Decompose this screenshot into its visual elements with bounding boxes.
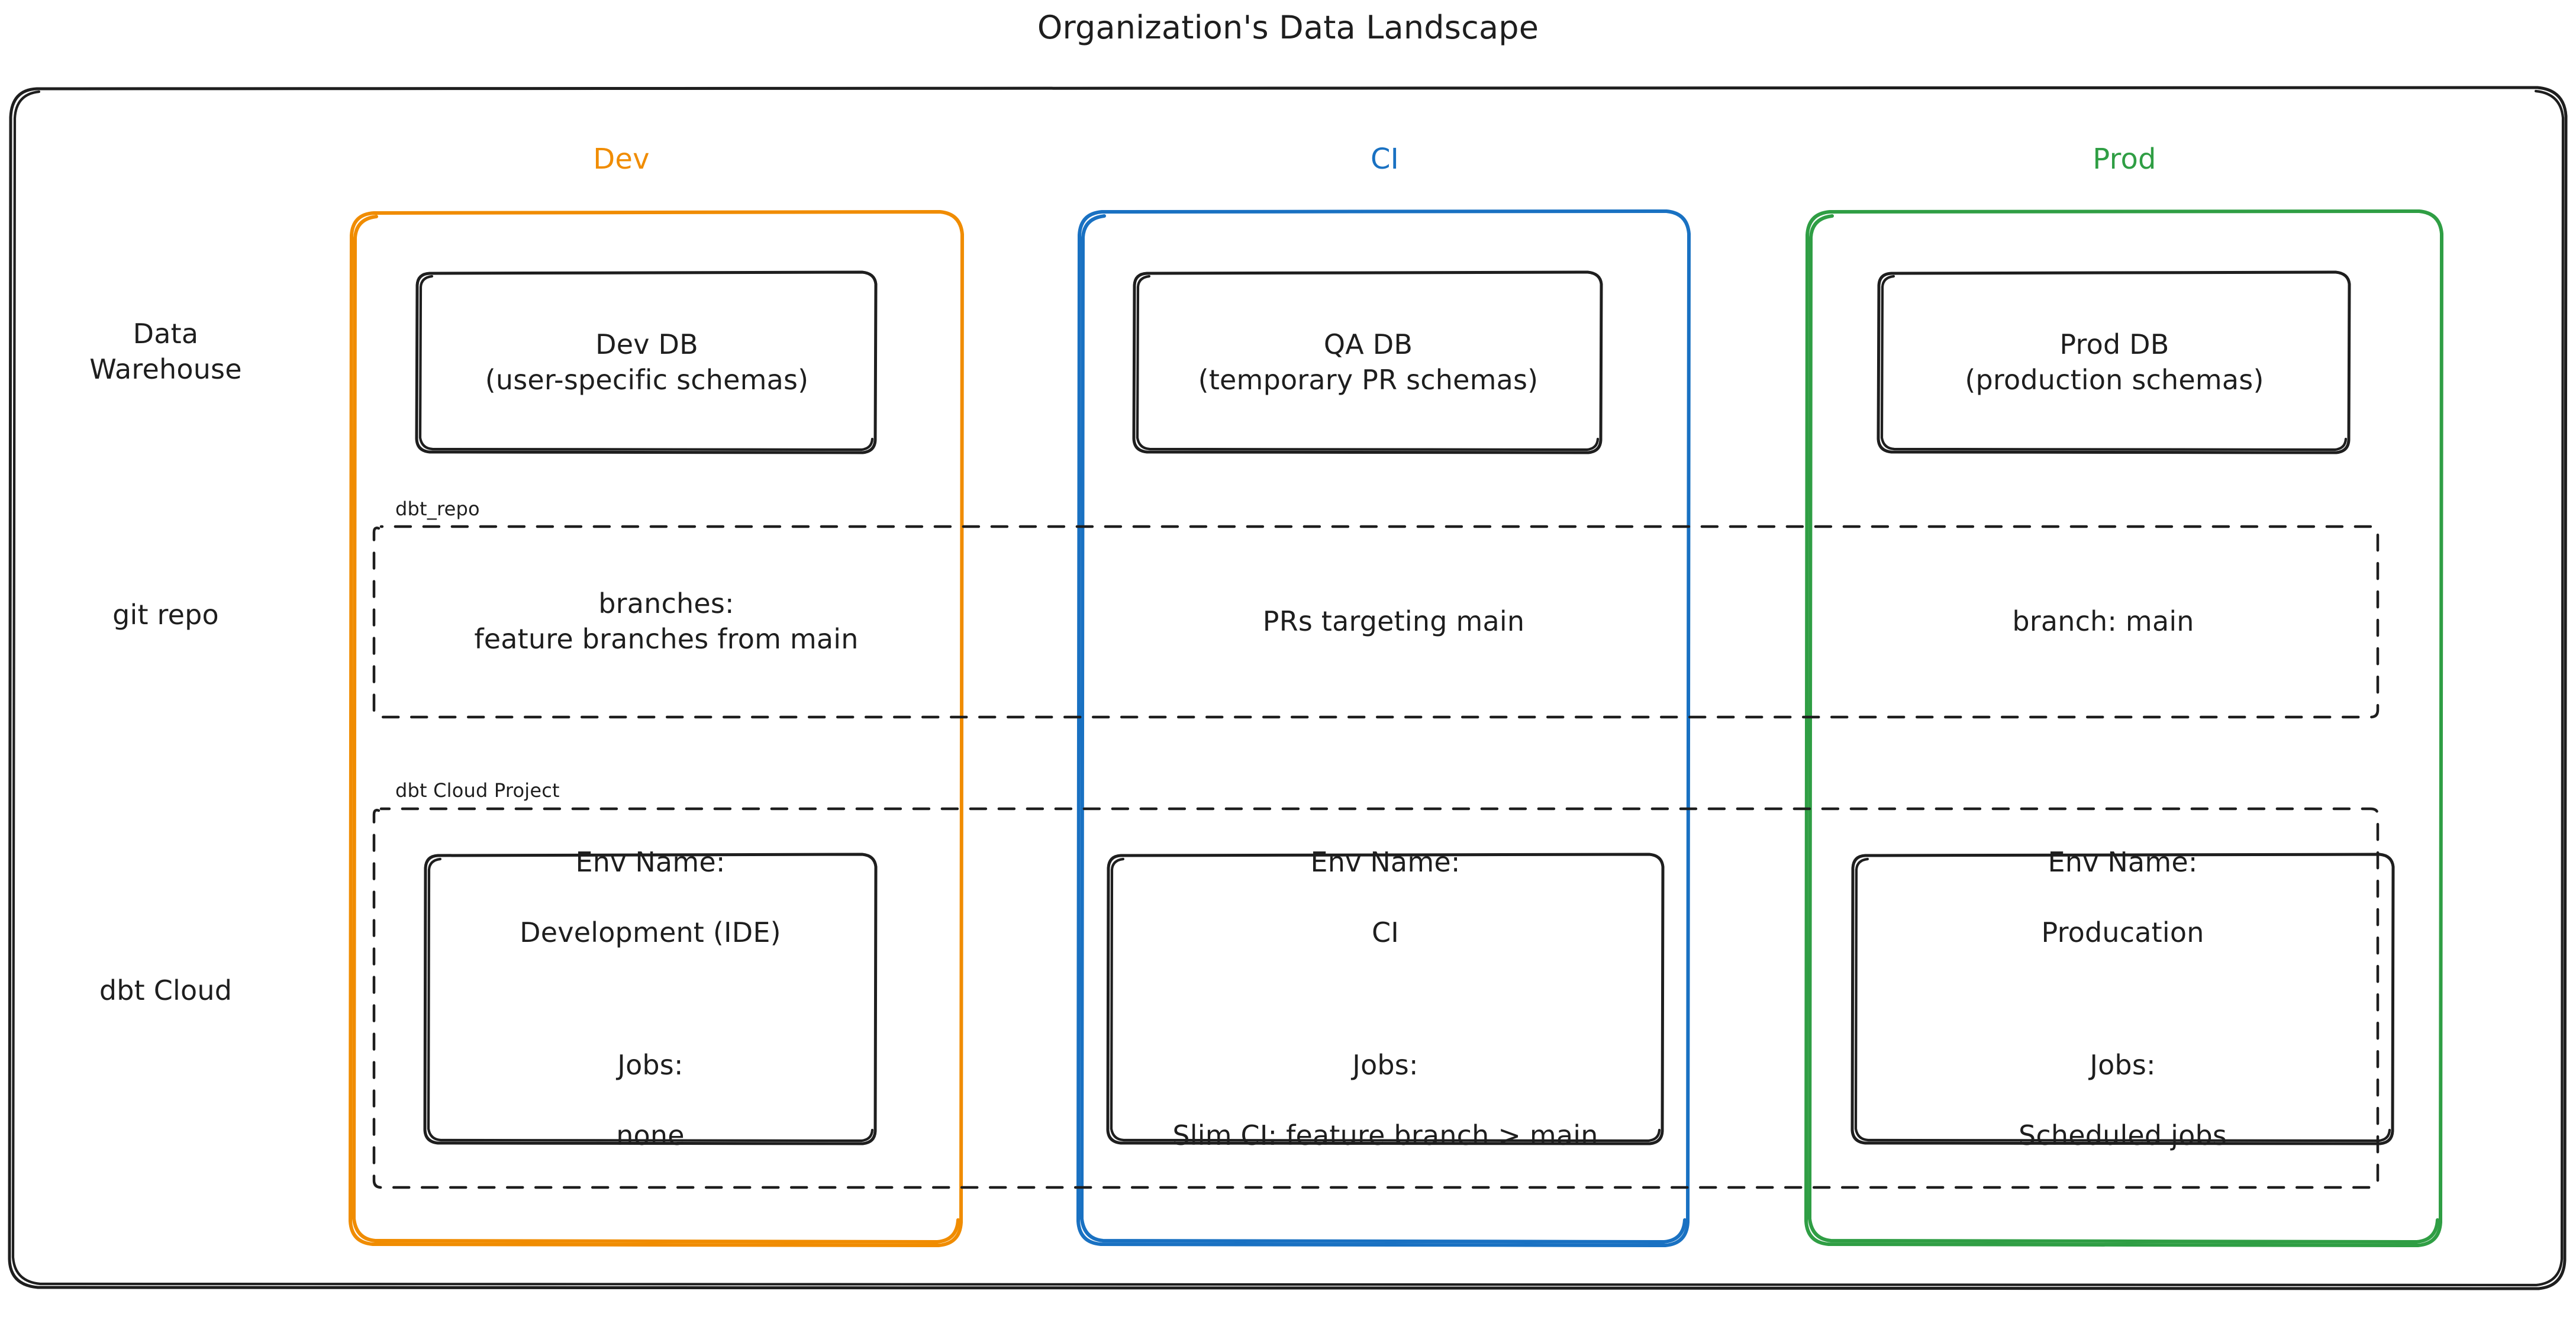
row-label-dbt-cloud: dbt Cloud <box>99 974 233 1006</box>
dev-jobs-label: Jobs: <box>617 1048 684 1081</box>
prod-db-node-frame <box>1877 270 2351 454</box>
prod-jobs-value: Scheduled jobs <box>2018 1119 2227 1152</box>
node-git-ci[interactable]: PRs targeting main <box>1262 605 1525 638</box>
ci-env-name-label: Env Name: <box>1310 845 1461 878</box>
ci-env-node-frame <box>1106 853 1665 1145</box>
prod-jobs-label: Jobs: <box>2090 1048 2156 1081</box>
prod-env-node-frame <box>1850 853 2395 1145</box>
dev-spacer <box>520 986 781 1012</box>
dev-env-node-frame <box>423 853 878 1145</box>
node-git-dev[interactable]: branches: feature branches from main <box>474 588 859 655</box>
group-tag-dbt-repo: dbt_repo <box>395 498 480 520</box>
ci-jobs-value: Slim CI: feature branch > main <box>1172 1119 1598 1152</box>
ci-jobs-label: Jobs: <box>1352 1048 1418 1081</box>
ci-env-name-value: CI <box>1371 916 1400 949</box>
node-dbt-cloud-dev[interactable]: Env Name: Development (IDE) Jobs: none <box>425 846 876 1152</box>
prod-spacer <box>2019 986 2227 1012</box>
prod-env-name-value: Producation <box>2041 916 2204 949</box>
dev-jobs-value: none <box>616 1119 685 1152</box>
column-header-dev[interactable]: Dev <box>593 143 650 176</box>
row-label-data-warehouse: Data Warehouse <box>89 318 242 385</box>
dev-env-name-value: Development (IDE) <box>520 916 781 949</box>
dev-db-node-frame <box>415 270 878 454</box>
node-prod-db[interactable]: Prod DB (production schemas) <box>1965 328 2264 396</box>
prod-env-name-label: Env Name: <box>2048 845 2198 878</box>
dev-column-frame <box>349 210 964 1247</box>
node-dbt-cloud-ci[interactable]: Env Name: CI Jobs: Slim CI: feature bran… <box>1108 846 1663 1152</box>
node-git-prod[interactable]: branch: main <box>2012 605 2194 638</box>
row-label-git-repo: git repo <box>112 599 219 631</box>
qa-db-node-frame <box>1132 270 1603 454</box>
dev-env-name-label: Env Name: <box>575 845 726 878</box>
node-dev-db[interactable]: Dev DB (user-specific schemas) <box>485 328 809 396</box>
node-qa-db[interactable]: QA DB (temporary PR schemas) <box>1198 328 1539 396</box>
ci-column-frame <box>1076 209 1691 1247</box>
page-title: Organization's Data Landscape <box>1037 9 1539 46</box>
ci-spacer <box>1172 986 1598 1012</box>
node-dbt-cloud-prod[interactable]: Env Name: Producation Jobs: Scheduled jo… <box>1852 846 2393 1152</box>
dbt-cloud-project-group-frame <box>372 807 2380 1189</box>
group-tag-dbt-cloud-project: dbt Cloud Project <box>395 779 560 802</box>
column-header-ci[interactable]: CI <box>1370 143 1400 176</box>
outer-frame <box>8 86 2568 1290</box>
dbt-repo-group-frame <box>372 525 2380 719</box>
prod-column-frame <box>1804 209 2443 1247</box>
column-header-prod[interactable]: Prod <box>2093 143 2156 176</box>
